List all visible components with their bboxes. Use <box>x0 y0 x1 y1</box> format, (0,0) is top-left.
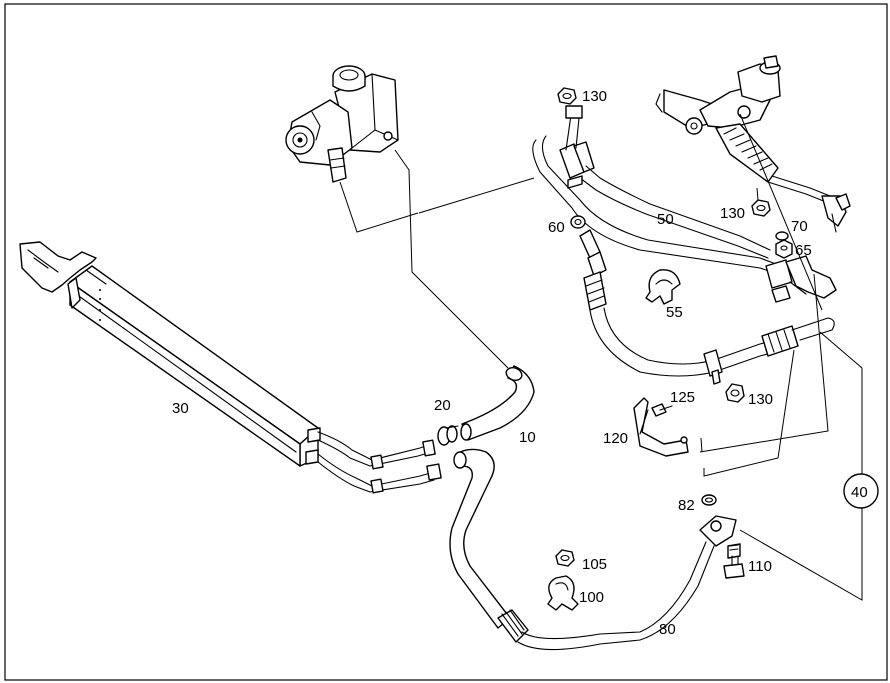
callout-130-right: 130 <box>720 205 745 222</box>
callout-55: 55 <box>666 304 683 321</box>
seal-ring[interactable] <box>701 494 717 506</box>
hose-junction[interactable] <box>765 255 837 303</box>
callout-50: 50 <box>657 211 674 228</box>
hose-clamp[interactable] <box>437 425 459 446</box>
cooler-lines[interactable] <box>317 431 442 494</box>
oil-cooler[interactable] <box>19 241 321 467</box>
leader-lines <box>418 113 863 601</box>
diagram-frame <box>4 3 888 681</box>
bolt[interactable] <box>651 403 673 417</box>
pressure-hose-lower[interactable] <box>579 229 835 385</box>
nut[interactable] <box>557 87 577 105</box>
nut[interactable] <box>555 549 575 567</box>
return-hose[interactable] <box>449 448 737 651</box>
callout-80: 80 <box>659 621 676 638</box>
nut[interactable] <box>751 199 771 217</box>
suction-hose[interactable] <box>460 365 535 441</box>
hose-clip[interactable] <box>547 575 579 611</box>
bracket[interactable] <box>633 397 689 457</box>
callout-70: 70 <box>791 218 808 235</box>
seal-ring[interactable] <box>570 215 586 229</box>
callout-20: 20 <box>434 397 451 414</box>
steering-gear[interactable] <box>655 55 851 233</box>
seal-ring[interactable] <box>775 231 789 241</box>
hose-clip[interactable] <box>645 269 681 305</box>
callout-30: 30 <box>172 400 189 417</box>
callout-40: 40 <box>851 484 868 501</box>
callout-40-circle <box>843 473 879 509</box>
pump-to-hose-leader <box>394 149 509 369</box>
pressure-hose[interactable] <box>532 105 777 273</box>
callout-130-top: 130 <box>582 88 607 105</box>
callout-labels: 10 20 30 40 50 55 60 65 70 80 82 100 105… <box>172 88 879 638</box>
union-fitting[interactable] <box>775 239 793 259</box>
callout-82: 82 <box>678 497 695 514</box>
callout-120: 120 <box>603 430 628 447</box>
callout-100: 100 <box>579 589 604 606</box>
power-steering-pump[interactable] <box>285 65 399 183</box>
pump-leader <box>339 181 419 233</box>
callout-130-bottom: 130 <box>748 391 773 408</box>
callout-105: 105 <box>582 556 607 573</box>
callout-60: 60 <box>548 219 565 236</box>
callout-110: 110 <box>748 558 772 575</box>
callout-125: 125 <box>670 389 695 406</box>
callout-65: 65 <box>795 242 812 259</box>
banjo-bolt[interactable] <box>723 543 745 579</box>
callout-10: 10 <box>519 429 536 446</box>
nut[interactable] <box>725 383 745 403</box>
